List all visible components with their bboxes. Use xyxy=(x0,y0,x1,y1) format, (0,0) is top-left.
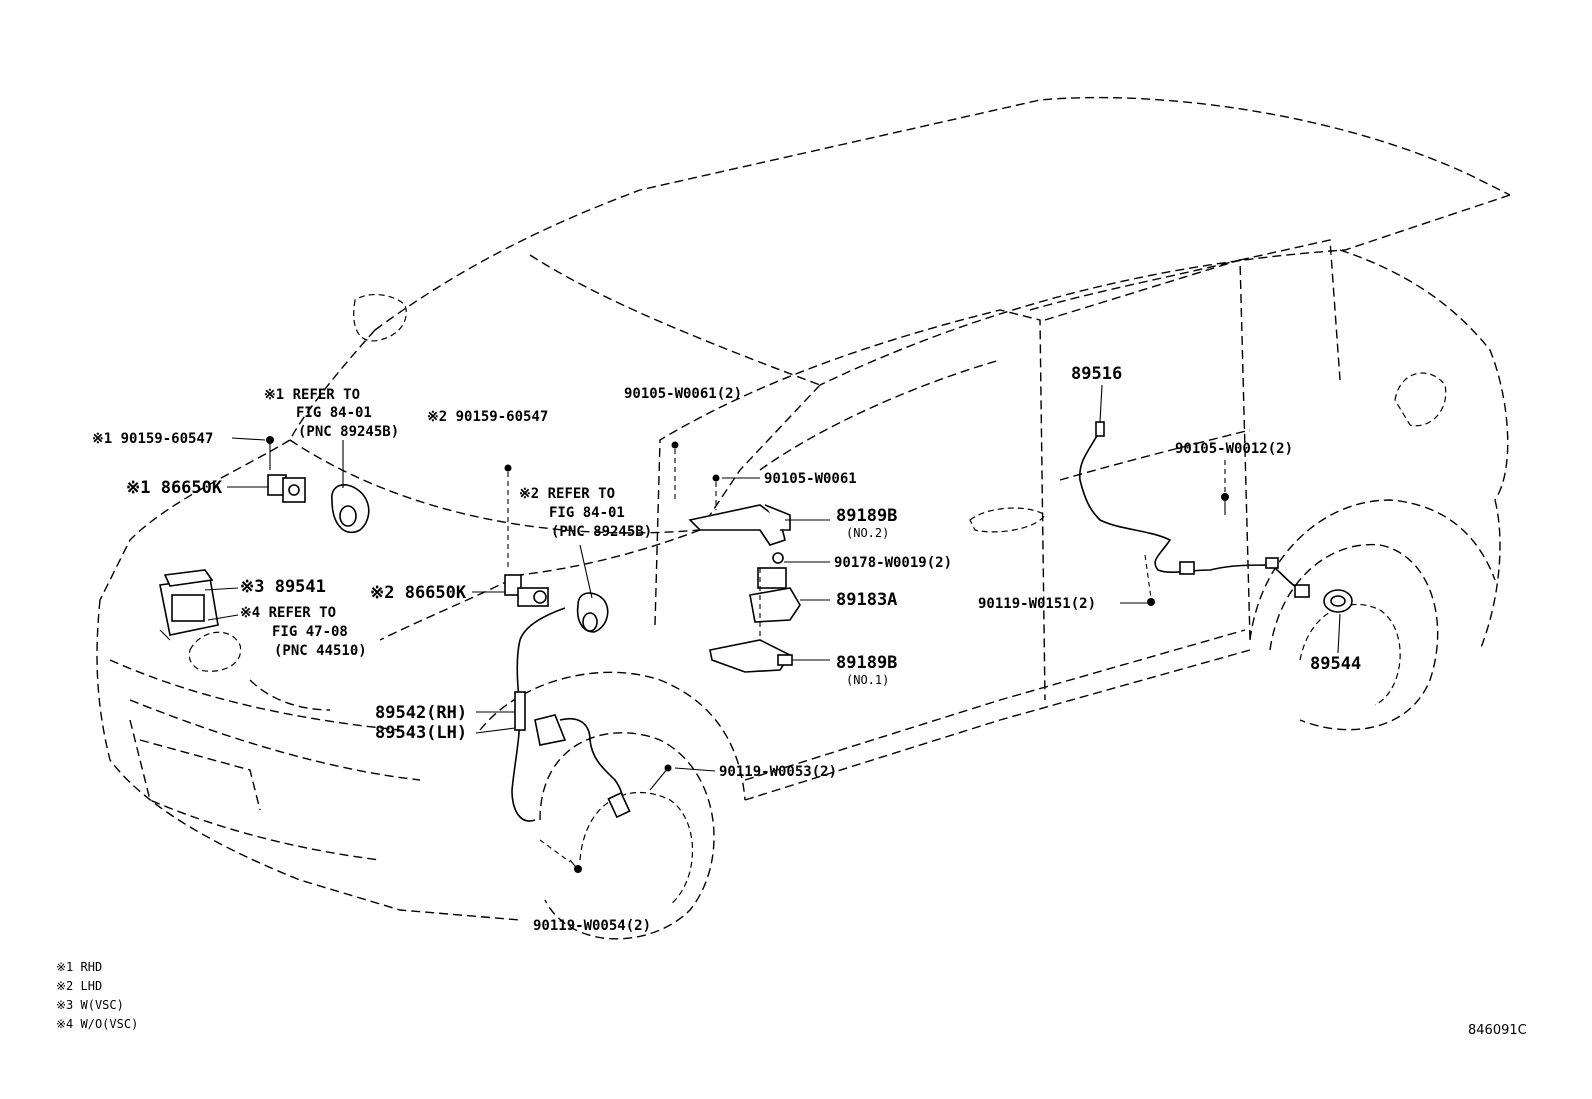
height-control-sensor xyxy=(749,567,801,650)
legend-item-rhd: ※1 RHD xyxy=(56,960,102,974)
part-labels: ※1 REFER TO FIG 84-01 (PNC 89245B) ※1 90… xyxy=(92,364,1361,934)
label-p12-nut: 90178-W0019(2) xyxy=(834,555,952,571)
bracket-no2 xyxy=(688,504,791,546)
label-p4-bolt: ※2 90159-60547 xyxy=(427,409,548,425)
label-p17-bolt: 90119-W0054(2) xyxy=(533,918,651,934)
label-p7-fig: FIG 47-08 xyxy=(272,624,348,640)
label-p18-wire: 89516 xyxy=(1071,364,1122,384)
height-sensor-rhd xyxy=(266,436,306,503)
label-p5-note: ※2 REFER TO xyxy=(519,486,615,502)
leveling-actuator-rh xyxy=(331,484,370,534)
label-p7-note: ※4 REFER TO xyxy=(240,605,336,621)
label-p11-no: (NO.2) xyxy=(846,526,889,540)
bolt-90105-w0061 xyxy=(671,441,720,510)
bolt-90105-w0012 xyxy=(1221,460,1229,515)
rear-speed-sensor-wire xyxy=(1079,421,1301,591)
abs-actuator-ecu xyxy=(159,569,219,641)
leader-lines xyxy=(204,384,1341,772)
label-p14-bracket: 89189B xyxy=(836,653,897,673)
leveling-actuator-lh xyxy=(576,592,609,633)
bolt-90119-w0054 xyxy=(539,839,582,873)
sensor-rotor xyxy=(1294,584,1353,613)
label-p2-bolt: ※1 90159-60547 xyxy=(92,431,213,447)
front-speed-sensor-wire xyxy=(511,607,631,822)
label-p13-sensor: 89183A xyxy=(836,590,897,610)
legend-item-wo-vsc: ※4 W/O(VSC) xyxy=(56,1017,138,1031)
label-p5-pnc: (PNC 89245B) xyxy=(551,524,652,540)
legend: ※1 RHD ※2 LHD ※3 W(VSC) ※4 W/O(VSC) xyxy=(56,960,138,1031)
label-p7-pnc: (PNC 44510) xyxy=(274,643,367,659)
nut-90178 xyxy=(772,552,784,564)
label-p5-fig: FIG 84-01 xyxy=(549,505,625,521)
label-p15-rh: 89542(RH) xyxy=(375,703,467,723)
label-p19-bolt: 90105-W0012(2) xyxy=(1175,441,1293,457)
label-p11-bracket: 89189B xyxy=(836,506,897,526)
label-p6-ecu: ※3 89541 xyxy=(240,577,326,597)
legend-item-w-vsc: ※3 W(VSC) xyxy=(56,998,124,1012)
label-p1-note: ※1 REFER TO xyxy=(264,387,360,403)
bolt-90119-w0053 xyxy=(649,764,672,791)
label-p20-bolt: 90119-W0151(2) xyxy=(978,596,1096,612)
parts xyxy=(159,421,1353,873)
legend-item-lhd: ※2 LHD xyxy=(56,979,102,993)
label-p10-bolt: 90105-W0061 xyxy=(764,471,857,487)
figure-code: 846091C xyxy=(1468,1023,1527,1038)
bolt-90119-w0151 xyxy=(1144,554,1155,606)
height-sensor-lhd xyxy=(504,464,549,607)
car-outline xyxy=(96,96,1511,940)
label-p3-sensor: ※1 86650K xyxy=(126,478,223,498)
label-p1-pnc: (PNC 89245B) xyxy=(298,424,399,440)
label-p1-fig: FIG 84-01 xyxy=(296,405,372,421)
label-p15-lh: 89543(LH) xyxy=(375,723,467,743)
label-p16-bolt: 90119-W0053(2) xyxy=(719,764,837,780)
label-p9-bolt: 90105-W0061(2) xyxy=(624,386,742,402)
label-p21-rotor: 89544 xyxy=(1310,654,1361,674)
label-p14-no: (NO.1) xyxy=(846,673,889,687)
label-p8-sensor: ※2 86650K xyxy=(370,583,467,603)
bracket-no1 xyxy=(709,639,793,673)
